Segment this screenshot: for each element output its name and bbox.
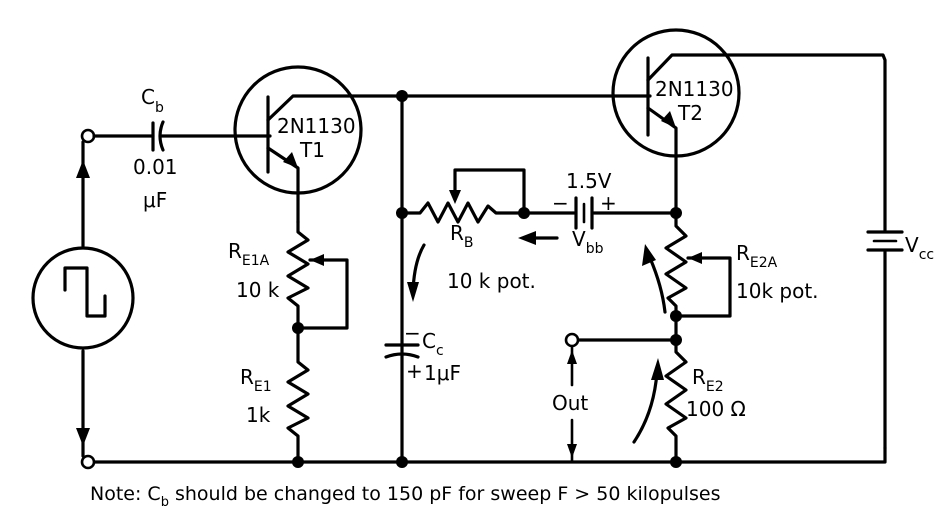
vbb-label: Vbb [572,227,604,257]
arrow-up-icon [76,160,90,178]
re1a-label: RE1A [228,239,270,269]
arrow-up-icon [642,244,656,266]
rb-label: RB [450,221,474,251]
cc-plate-curved [384,352,420,359]
junction-dot [292,456,304,468]
rb-wiper-arrow-icon [449,190,461,204]
current-arrow-right-upper [648,256,667,314]
re1a-wiper-arrow-icon [310,254,324,266]
re1-resistor [286,326,310,464]
rb-resistor [400,201,526,224]
cb-plate-curved [158,120,165,152]
cb-label: Cb [141,85,164,116]
footnote: Note: Cb should be changed to 150 pF for… [90,483,721,510]
vbb-value: 1.5V [566,169,612,193]
cb-value: 0.01 [133,155,178,179]
re2a-label: RE2A [736,241,778,271]
re2a-wiper [674,256,732,318]
transistor-t1 [233,65,402,224]
cc-label: Cc [422,329,444,359]
re2-resistor [664,338,688,464]
cb-unit: μF [143,188,167,212]
arrow-up-icon [567,350,577,364]
cc-value: 1μF [424,361,461,385]
re1a-resistor [286,220,310,328]
re2-label: RE2 [692,365,724,395]
transistor-t2 [611,28,887,232]
t1-label: T1 [299,138,325,162]
re1-value: 1k [246,403,271,427]
input-terminal-bottom [80,454,96,470]
square-wave-generator [31,246,135,350]
vbb-plus: + [600,191,617,215]
vcc-label: Vcc [905,233,934,263]
vbb-minus: − [552,191,569,215]
arrow-down-icon [567,444,577,458]
cc-minus: − [404,321,421,345]
ground-rail [90,446,887,464]
rb-wiper [453,168,526,215]
re2a-value: 10k pot. [736,279,819,303]
re1a-wiper [296,258,349,330]
input-terminal-top [80,128,96,144]
arrow-left-icon [518,231,536,245]
t2-part-number: 2N1130 [655,77,734,101]
arrow-down-icon [407,282,419,302]
re1-label: RE1 [240,365,272,395]
arrow-up-icon [651,358,664,380]
re1a-value: 10 k [236,278,280,302]
re2-value: 100 Ω [686,397,746,421]
t2-label: T2 [677,101,703,125]
re2a-resistor [664,211,688,318]
cc-plus: + [406,359,423,383]
t1-part-number: 2N1130 [277,114,356,138]
output-terminal [564,332,580,348]
junction-dot [396,456,408,468]
junction-dot [670,456,682,468]
rb-value: 10 k pot. [447,269,536,293]
current-arrow-right-lower [632,370,659,444]
out-label: Out [552,391,588,415]
re2a-wiper-arrow-icon [688,252,702,264]
arrow-down-icon [76,428,90,446]
